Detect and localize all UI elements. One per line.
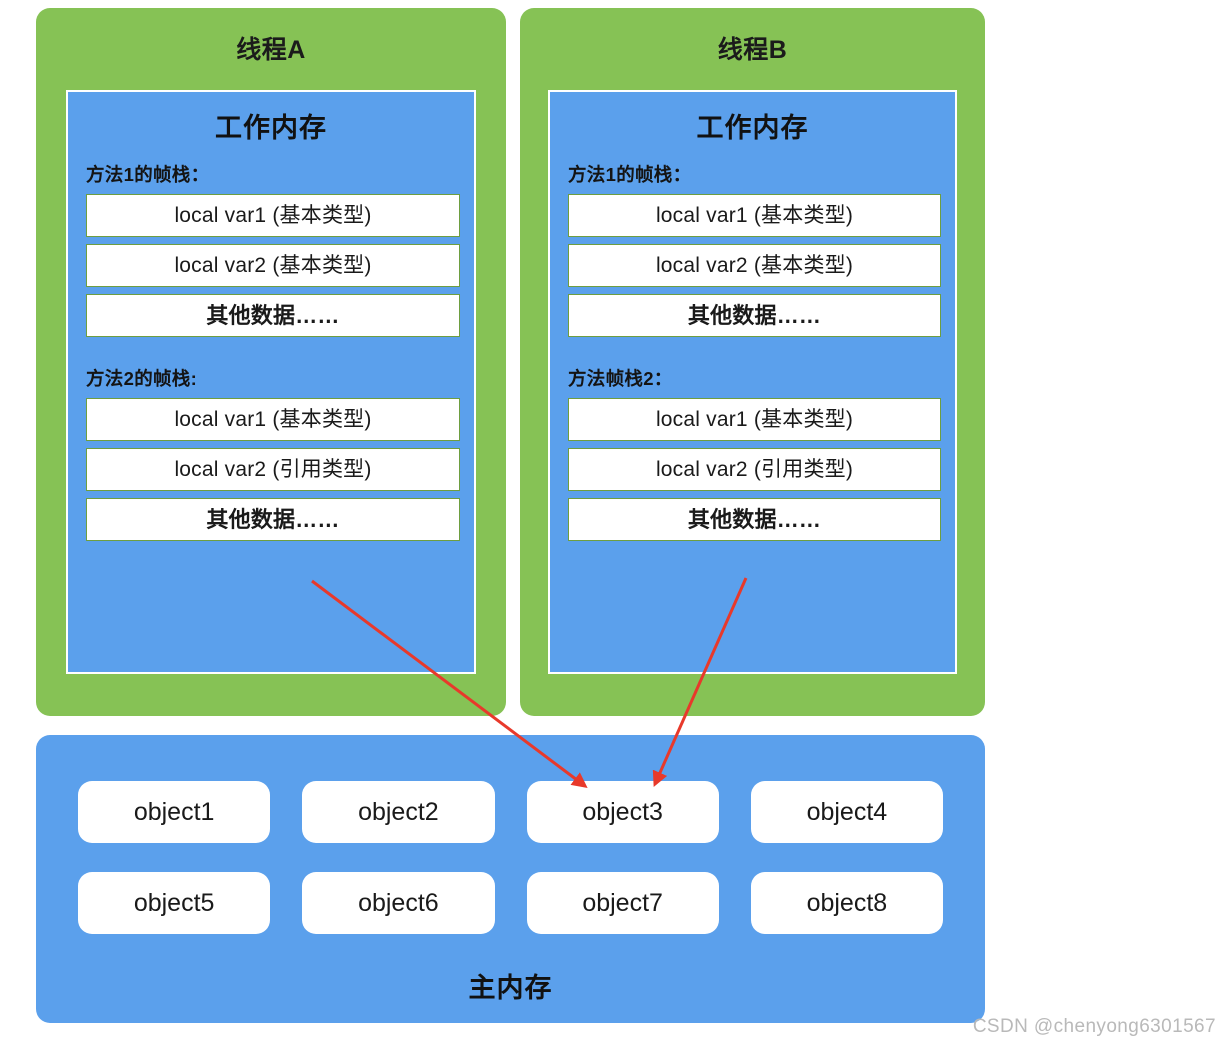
thread-a-title: 线程A (236, 36, 306, 64)
thread-b-stack-2-slot-3: 其他数据…… (568, 498, 941, 541)
thread-b-stack-2-slot-1: local var1 (基本类型) (568, 398, 941, 441)
thread-a-stack-2-slot-2: local var2 (引用类型) (86, 448, 460, 491)
main-memory-object-chip: object3 (526, 781, 719, 843)
main-memory-object-chip: object6 (302, 872, 495, 934)
thread-b-stack-1-label: 方法1的帧栈： (568, 164, 692, 185)
main-memory-label: 主内存 (468, 973, 553, 1003)
thread-panel-a: 线程A 工作内存 方法1的帧栈： local var1 (基本类型) local… (36, 8, 506, 716)
thread-b-stack-2-label: 方法帧栈2： (568, 368, 673, 389)
thread-b-title: 线程B (717, 36, 788, 64)
thread-b-stack-1-slot-2: local var2 (基本类型) (568, 244, 941, 287)
thread-a-stack-2-label: 方法2的帧栈: (86, 368, 198, 389)
thread-a-stack-2-slot-1: local var1 (基本类型) (86, 398, 460, 441)
thread-a-stack-1-slot-2: local var2 (基本类型) (86, 244, 460, 287)
thread-b-working-memory: 工作内存 方法1的帧栈： local var1 (基本类型) local var… (548, 90, 957, 674)
main-memory-object-grid: object1 object2 object3 object4 object5 objec… (78, 781, 943, 934)
thread-a-working-memory: 工作内存 方法1的帧栈： local var1 (基本类型) local var… (66, 90, 476, 674)
thread-a-working-memory-title: 工作内存 (215, 113, 327, 143)
thread-a-stack-2: 方法2的帧栈: local var1 (基本类型) local var2 (引用… (68, 365, 474, 541)
thread-b-stack-1-slot-1: local var1 (基本类型) (568, 194, 941, 237)
main-memory-block: object1 object2 object3 object4 object5 objec… (36, 735, 985, 1023)
main-memory-object-chip: object7 (526, 872, 719, 934)
main-memory-object-chip: object5 (78, 872, 271, 934)
thread-a-stack-2-slot-3: 其他数据…… (86, 498, 460, 541)
main-memory-object-chip: object8 (750, 872, 943, 934)
thread-a-stack-1-slot-3: 其他数据…… (86, 294, 460, 337)
thread-a-stack-1-slot-1: local var1 (基本类型) (86, 194, 460, 237)
thread-b-stack-1: 方法1的帧栈： local var1 (基本类型) local var2 (基本… (550, 161, 955, 337)
csdn-watermark: CSDN @chenyong6301567 (972, 1016, 1216, 1037)
thread-b-stack-2: 方法帧栈2： local var1 (基本类型) local var2 (引用类… (550, 365, 955, 541)
main-memory-object-chip: object2 (302, 781, 495, 843)
thread-b-working-memory-title: 工作内存 (696, 113, 809, 143)
main-memory-object-chip: object4 (750, 781, 943, 843)
thread-a-stack-1-label: 方法1的帧栈： (86, 164, 210, 185)
main-memory-object-chip: object1 (78, 781, 271, 843)
thread-b-stack-2-slot-2: local var2 (引用类型) (568, 448, 941, 491)
thread-a-stack-1: 方法1的帧栈： local var1 (基本类型) local var2 (基本… (68, 161, 474, 337)
thread-panel-b: 线程B 工作内存 方法1的帧栈： local var1 (基本类型) local… (520, 8, 985, 716)
thread-b-stack-1-slot-3: 其他数据…… (568, 294, 941, 337)
